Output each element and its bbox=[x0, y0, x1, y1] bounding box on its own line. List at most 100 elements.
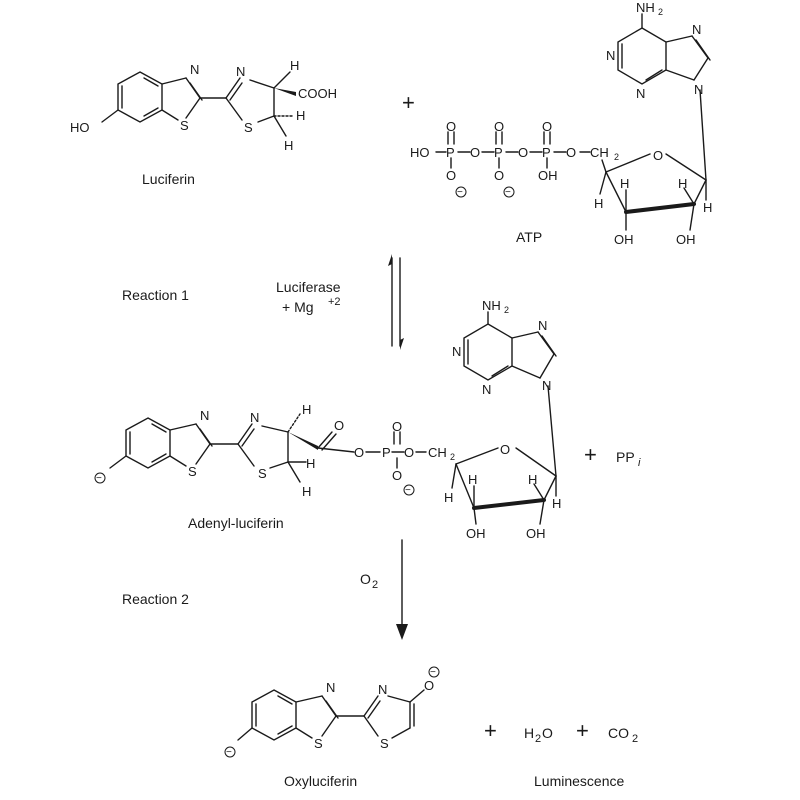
atom-n: N bbox=[236, 64, 245, 79]
atom-n: N bbox=[482, 382, 491, 397]
atom-h: H bbox=[302, 402, 311, 417]
subscript-two: 2 bbox=[614, 152, 619, 162]
subscript-two: 2 bbox=[504, 305, 509, 315]
atom-nh: NH bbox=[482, 298, 501, 313]
reaction2-label: Reaction 2 bbox=[122, 591, 189, 607]
atom-h: H bbox=[306, 456, 315, 471]
atom-h: H bbox=[284, 138, 293, 153]
atom-h: H bbox=[620, 176, 629, 191]
atom-n: N bbox=[636, 86, 645, 101]
atom-o: O bbox=[334, 418, 344, 433]
atom-n: N bbox=[250, 410, 259, 425]
atom-o: O bbox=[518, 145, 528, 160]
atom-s: S bbox=[258, 466, 267, 481]
reaction1-cofactor: + Mg bbox=[282, 299, 314, 315]
atom-s: S bbox=[314, 736, 323, 751]
atom-ho: HO bbox=[70, 120, 90, 135]
oxyluciferin-label: Oxyluciferin bbox=[284, 773, 357, 789]
atom-o: O bbox=[392, 419, 402, 434]
plus-sign: + bbox=[576, 718, 589, 743]
atom-h: H bbox=[678, 176, 687, 191]
minus-charge: − bbox=[457, 187, 463, 198]
minus-charge: − bbox=[430, 667, 436, 678]
reaction2-reagent: O bbox=[360, 571, 371, 587]
negative-charge-icon bbox=[94, 472, 106, 484]
atom-ch: CH bbox=[590, 145, 609, 160]
atom-o: O bbox=[494, 119, 504, 134]
negative-charge-icon bbox=[455, 186, 467, 198]
subscript-two: 2 bbox=[450, 452, 455, 462]
co2-subscript: 2 bbox=[632, 733, 638, 745]
atom-p: P bbox=[446, 145, 455, 160]
minus-charge: − bbox=[226, 747, 232, 758]
water-o: O bbox=[542, 725, 553, 741]
atom-o: O bbox=[500, 442, 510, 457]
water-subscript: 2 bbox=[535, 733, 541, 745]
water-h: H bbox=[524, 725, 534, 741]
atom-ch: CH bbox=[428, 445, 447, 460]
atom-oh: OH bbox=[614, 232, 634, 247]
atom-n: N bbox=[692, 22, 701, 37]
adenyl-luciferin-label: Adenyl-luciferin bbox=[188, 515, 284, 531]
atom-cooh: COOH bbox=[298, 86, 337, 101]
atom-oh: OH bbox=[526, 526, 546, 541]
reaction1-cofactor-charge: +2 bbox=[328, 296, 341, 308]
atom-oh: OH bbox=[538, 168, 558, 183]
atom-ho: HO bbox=[410, 145, 430, 160]
atp-structure: NH 2 N N N N O H H H H OH OH HO P O P O … bbox=[410, 0, 712, 247]
atom-s: S bbox=[188, 464, 197, 479]
atom-o: O bbox=[446, 119, 456, 134]
atp-label: ATP bbox=[516, 229, 542, 245]
atom-n: N bbox=[200, 408, 209, 423]
atom-s: S bbox=[244, 120, 253, 135]
atom-o: O bbox=[542, 119, 552, 134]
atom-o: O bbox=[653, 148, 663, 163]
atom-o: O bbox=[392, 468, 402, 483]
atom-o: O bbox=[446, 168, 456, 183]
atom-s: S bbox=[380, 736, 389, 751]
oxyluciferin-structure: N S N S O − − bbox=[224, 666, 440, 758]
reaction1-equilibrium-arrows bbox=[388, 254, 404, 350]
adenyl-luciferin-structure: N S − N S H H H O O P O O O − CH 2 O H H… bbox=[94, 298, 561, 541]
atom-h: H bbox=[302, 484, 311, 499]
atom-p: P bbox=[382, 445, 391, 460]
atom-oh: OH bbox=[466, 526, 486, 541]
atom-h: H bbox=[703, 200, 712, 215]
reaction2-arrow bbox=[396, 539, 408, 640]
atom-o: O bbox=[354, 445, 364, 460]
atom-n: N bbox=[452, 344, 461, 359]
ppi-main: PP bbox=[616, 449, 635, 465]
atom-o: O bbox=[424, 678, 434, 693]
atom-h: H bbox=[290, 58, 299, 73]
atom-o: O bbox=[470, 145, 480, 160]
atom-o: O bbox=[404, 445, 414, 460]
atom-oh: OH bbox=[676, 232, 696, 247]
luciferin-label: Luciferin bbox=[142, 171, 195, 187]
reaction2-reagent-subscript: 2 bbox=[372, 579, 378, 591]
atom-n: N bbox=[606, 48, 615, 63]
atom-h: H bbox=[444, 490, 453, 505]
atom-h: H bbox=[594, 196, 603, 211]
plus-sign: + bbox=[484, 718, 497, 743]
atom-n: N bbox=[378, 682, 387, 697]
minus-charge: − bbox=[96, 473, 102, 484]
atom-n: N bbox=[326, 680, 335, 695]
co2-main: CO bbox=[608, 725, 629, 741]
atom-n: N bbox=[542, 378, 551, 393]
atom-o: O bbox=[494, 168, 504, 183]
minus-charge: − bbox=[405, 485, 411, 496]
negative-charge-icon bbox=[224, 746, 236, 758]
reaction1-enzyme: Luciferase bbox=[276, 279, 341, 295]
atom-nh: NH bbox=[636, 0, 655, 15]
negative-charge-icon bbox=[503, 186, 515, 198]
atom-s: S bbox=[180, 118, 189, 133]
atom-n: N bbox=[538, 318, 547, 333]
atom-p: P bbox=[494, 145, 503, 160]
negative-charge-icon bbox=[428, 666, 440, 678]
atom-h: H bbox=[296, 108, 305, 123]
minus-charge: − bbox=[505, 187, 511, 198]
atom-n: N bbox=[694, 82, 703, 97]
subscript-two: 2 bbox=[658, 7, 663, 17]
